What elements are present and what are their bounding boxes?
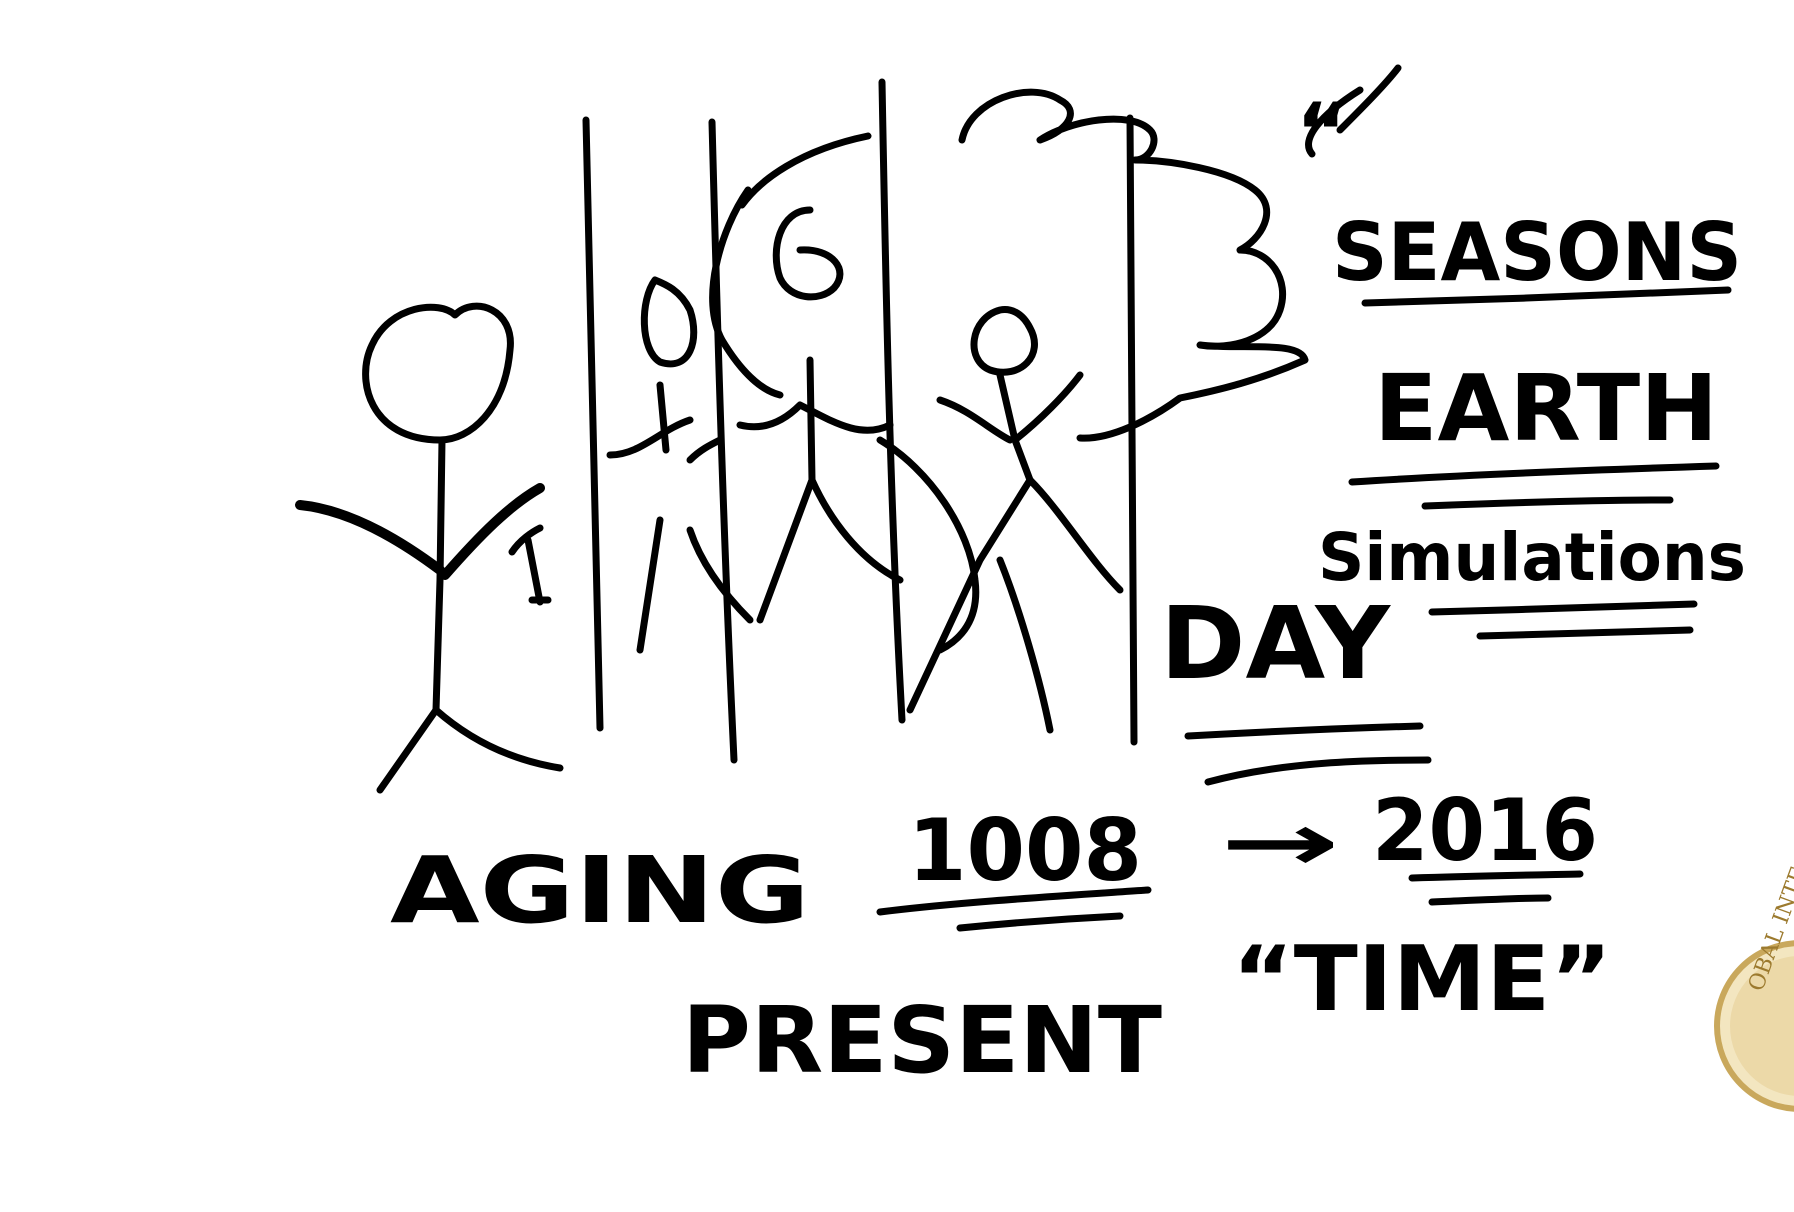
stick-figure-small-2 — [709, 132, 980, 654]
up-arrow-mark — [508, 524, 552, 606]
word-seasons: SEASONS — [1332, 206, 1742, 299]
word-simulations: Simulations — [1318, 519, 1746, 596]
stick-figure-small-1 — [606, 276, 754, 654]
stick-figure-large — [295, 302, 564, 794]
bar-2 — [708, 118, 738, 764]
figure-large-left-arm — [295, 500, 445, 575]
underlines — [876, 286, 1732, 932]
quote-scribble — [1305, 64, 1402, 158]
word-quote-open: “ — [1296, 86, 1349, 179]
word-aging: AGING — [390, 837, 810, 944]
figure-large-right-arm — [440, 483, 545, 580]
word-year-to: 2016 — [1372, 781, 1598, 881]
stick-figure-small-3 — [906, 306, 1124, 734]
figure-large-body — [432, 436, 446, 714]
cloud-scribble — [958, 88, 1309, 442]
vertical-bars — [582, 78, 1138, 764]
word-year-from: 1008 — [908, 801, 1142, 901]
word-earth: EARTH — [1374, 355, 1718, 462]
figure-large-right-leg — [432, 706, 564, 772]
figure-large-head — [362, 302, 514, 444]
word-day: DAY — [1160, 585, 1392, 702]
bar-1 — [582, 116, 604, 732]
bar-3 — [878, 78, 906, 724]
bar-4 — [1126, 114, 1138, 746]
figure-large-left-leg — [376, 706, 440, 794]
word-present: PRESENT — [682, 987, 1162, 1094]
word-time: “TIME” — [1232, 927, 1612, 1032]
word-arrow: → — [1220, 796, 1340, 889]
